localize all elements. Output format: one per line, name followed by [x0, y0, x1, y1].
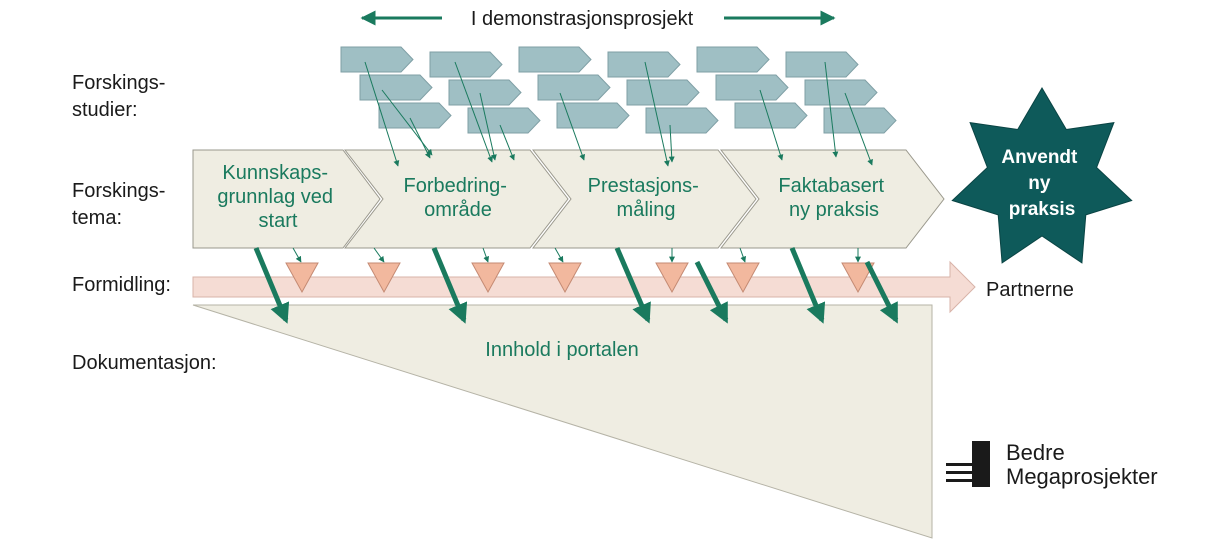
logo: Bedre Megaprosjekter: [946, 441, 1186, 493]
study-block-3-1: [518, 46, 592, 73]
study-block-2-3: [467, 107, 541, 134]
dissemination-triangle-1: [285, 262, 319, 294]
study-block-1-1: [340, 46, 414, 73]
dissemination-target: Partnerne: [986, 279, 1074, 301]
study-block-6-1: [785, 51, 859, 78]
row-label-documentation: Dokumentasjon:: [72, 352, 217, 374]
logo-line-1: Bedre: [1006, 440, 1065, 465]
study-block-4-1: [607, 51, 681, 78]
logo-mark-icon: [946, 441, 990, 487]
study-block-1-2: [359, 74, 433, 101]
study-arrow-10: [759, 89, 784, 161]
theme-label-3: Prestasjons- måling: [588, 175, 705, 221]
documentation-arrow-4: [694, 260, 729, 324]
study-arrow-3: [381, 89, 433, 156]
study-block-4-2: [626, 79, 700, 106]
dissemination-triangle-3: [471, 262, 505, 294]
study-block-5-1: [696, 46, 770, 73]
dissemination-triangle-7: [841, 262, 875, 294]
study-block-6-3: [823, 107, 897, 134]
study-block-6-2: [804, 79, 878, 106]
study-arrow-9: [668, 124, 675, 163]
applied-practice-star: [951, 87, 1133, 264]
logo-line-2: Megaprosjekter: [1006, 464, 1158, 489]
study-arrow-11: [824, 61, 839, 158]
row-label-studies: Forskings- studier:: [72, 72, 166, 121]
row-label-dissemination: Formidling:: [72, 274, 171, 296]
documentation-arrow-1: [253, 247, 290, 324]
dissemination-small-arrows: [292, 247, 861, 263]
study-arrow-8: [644, 61, 670, 167]
theme-chevron-2: [343, 149, 569, 249]
study-blocks: [340, 46, 897, 134]
theme-chevron-3: [531, 149, 757, 249]
theme-label-1: Kunnskaps- grunnlag ved start: [217, 162, 338, 232]
dissemination-triangle-2: [367, 262, 401, 294]
row-label-themes: Forskings- tema:: [72, 180, 166, 229]
study-block-5-3: [734, 102, 808, 129]
study-arrow-7: [559, 92, 586, 161]
documentation-arrow-6: [864, 260, 899, 324]
study-block-3-3: [556, 102, 630, 129]
study-block-2-1: [429, 51, 503, 78]
theme-to-triangle-arrow-3: [482, 247, 490, 263]
theme-label-4: Faktabasert ny praksis: [778, 175, 889, 221]
documentation-arrow-2: [431, 247, 468, 324]
dissemination-triangles: [285, 262, 875, 294]
header-title: I demonstrasjonsprosjekt: [471, 8, 694, 30]
documentation-wedge: [192, 304, 933, 539]
theme-to-triangle-arrow-6: [739, 247, 747, 263]
study-arrow-1: [364, 61, 400, 167]
study-block-5-2: [715, 74, 789, 101]
theme-label-2: Forbedring- område: [404, 175, 513, 221]
dissemination-triangle-4: [548, 262, 582, 294]
study-arrows: [364, 61, 873, 167]
dissemination-triangle-5: [655, 262, 689, 294]
study-block-2-2: [448, 79, 522, 106]
dissemination-triangle-6: [726, 262, 760, 294]
theme-to-triangle-arrow-2: [373, 247, 385, 263]
study-arrow-5: [479, 92, 497, 161]
theme-chevron-4: [719, 149, 945, 249]
theme-chevron-1: [192, 149, 381, 249]
documentation-label: Innhold i portalen: [485, 339, 638, 361]
study-block-4-3: [645, 107, 719, 134]
documentation-arrows: [253, 247, 899, 324]
documentation-arrow-5: [789, 247, 826, 324]
theme-to-triangle-arrow-1: [292, 247, 302, 263]
study-block-3-2: [537, 74, 611, 101]
logo-text: Bedre Megaprosjekter: [1006, 441, 1158, 489]
star-label: Anvendt ny praksis: [1001, 147, 1082, 220]
study-arrow-4: [454, 61, 493, 163]
theme-to-triangle-arrow-4: [554, 247, 564, 263]
study-block-1-3: [378, 102, 452, 129]
documentation-arrow-3: [614, 247, 651, 324]
study-arrow-6: [499, 124, 515, 161]
dissemination-arrow: [192, 260, 976, 314]
study-arrow-12: [844, 92, 873, 166]
